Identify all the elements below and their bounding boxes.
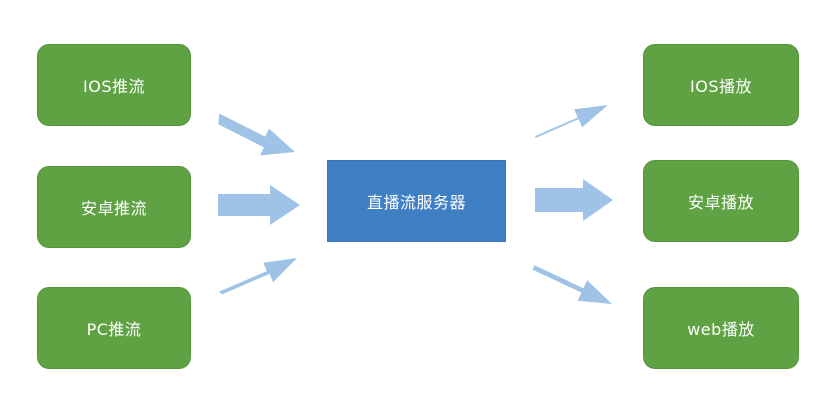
arrow-android-push-to-server [218,185,300,225]
arrow-server-to-web-play [532,265,612,304]
web-play-node: web播放 [643,287,799,369]
android-play-label: 安卓播放 [687,193,754,212]
pc-push-label: PC推流 [86,320,142,339]
arrow-ios-push-to-server [218,113,295,156]
ios-play-node: IOS播放 [643,44,799,126]
android-push-label: 安卓推流 [80,199,147,218]
arrow-pc-push-to-server [219,258,297,295]
ios-play-label: IOS播放 [690,77,752,96]
web-play-label: web播放 [687,320,755,339]
ios-push-label: IOS推流 [83,77,145,96]
live-stream-server-node: 直播流服务器 [327,160,506,242]
pc-push-node: PC推流 [37,287,191,369]
android-push-node: 安卓推流 [37,166,191,248]
android-play-node: 安卓播放 [643,160,799,242]
live-stream-server-label: 直播流服务器 [366,193,466,212]
arrow-server-to-android-play [535,179,613,221]
arrow-server-to-ios-play [535,105,608,138]
ios-push-node: IOS推流 [37,44,191,126]
